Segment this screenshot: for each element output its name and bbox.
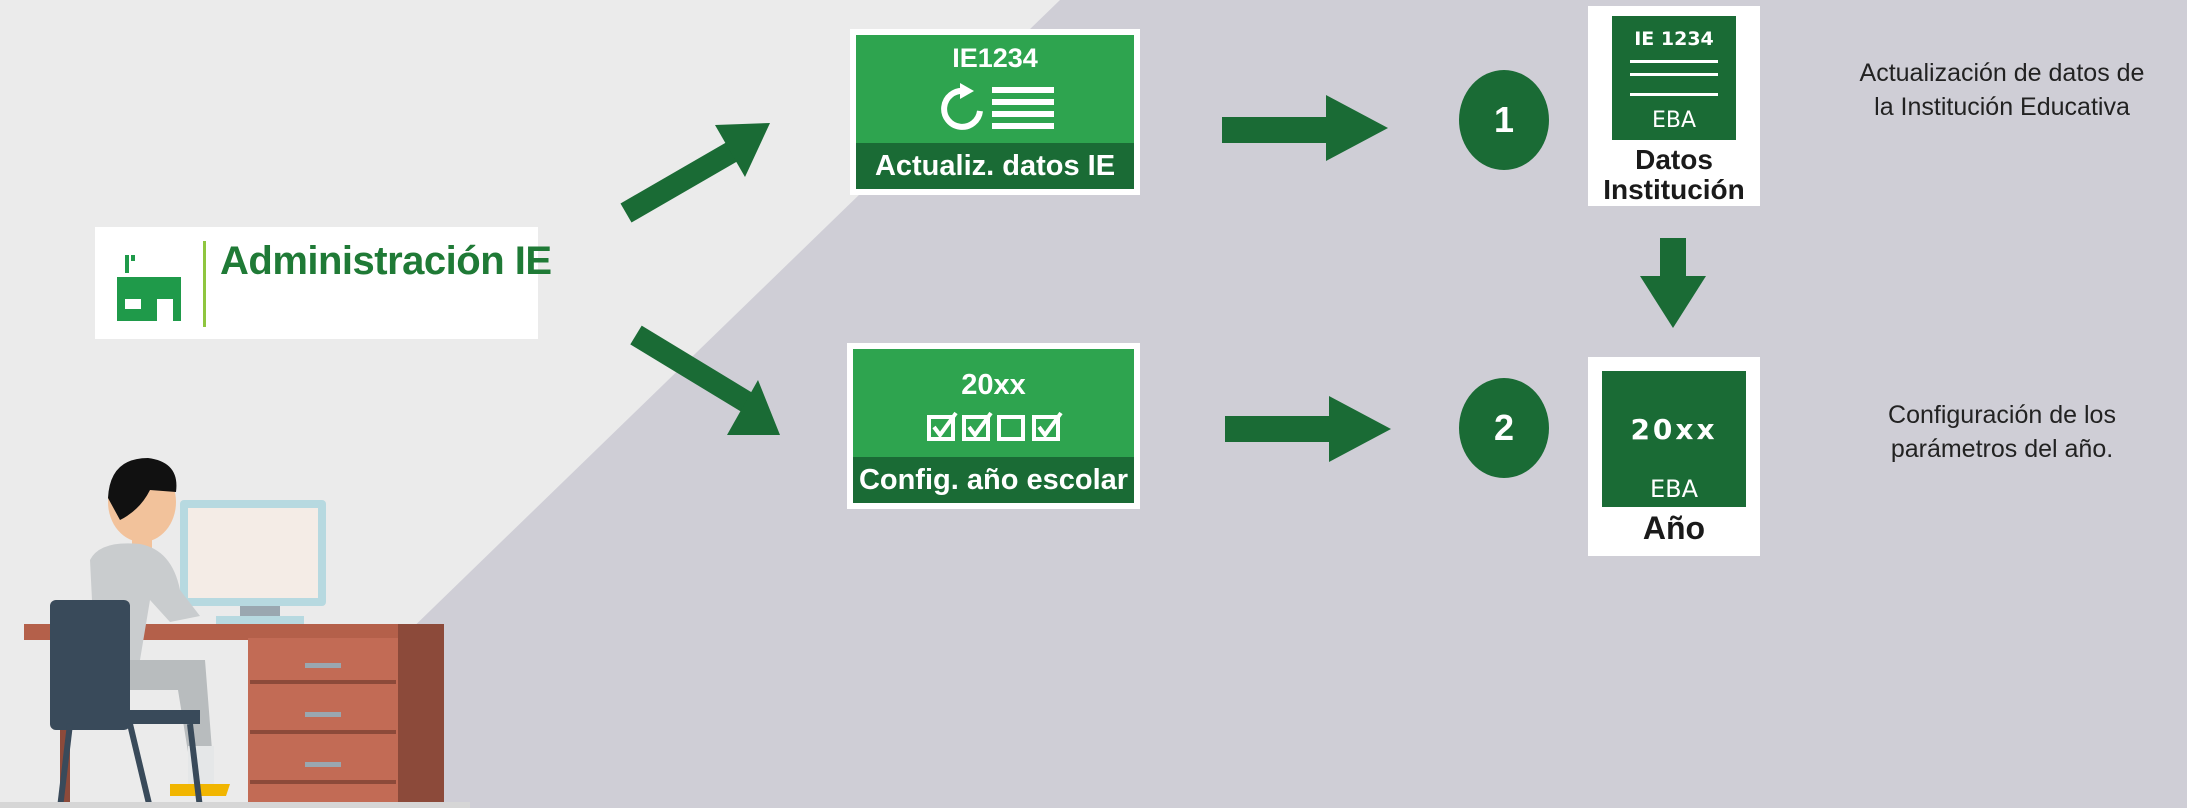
year-code: 20xx [1630,413,1718,446]
school-building-icon [117,255,181,321]
lines-icon [1630,60,1718,96]
arrow-to-update-tile [620,123,770,223]
tile-label: Actualiz. datos IE [856,143,1134,189]
config-school-year-tile[interactable]: 20xx Config. año escolar [847,343,1140,509]
card-caption-year: Año [1642,510,1706,546]
description-line: Configuración de los [1888,401,2116,429]
arrow-down-to-year-card [1640,238,1706,328]
lines-icon-middle [1630,73,1718,76]
person-at-desk-illustration [0,458,470,808]
institution-code: IE 1234 [1634,28,1714,50]
step-1-description: Actualización de datos de la Institución… [1826,56,2178,124]
chair-back [50,600,130,730]
admin-ie-logo-card[interactable]: Administración IE [95,227,552,339]
step-number-2: 2 [1459,378,1549,478]
tile-header-year: 20xx [961,369,1026,401]
description-line: la Institución Educativa [1874,93,2130,121]
checkbox-row-icon [927,411,1063,441]
refresh-list-icon [941,83,1054,130]
admin-ie-title: Administración IE [220,239,552,283]
eba-badge-panel: 20xx EBA [1602,371,1746,507]
step-number-1: 1 [1459,70,1549,170]
institution-data-card[interactable]: IE 1234 EBA Datos Institución [1588,6,1760,206]
eba-badge: EBA [1651,108,1697,133]
eba-badge-panel: IE 1234 EBA [1612,16,1736,140]
tile-label: Config. año escolar [853,457,1134,503]
eba-badge: EBA [1649,475,1699,503]
arrow-to-config-tile [630,325,780,435]
tile-header-code: IE1234 [952,43,1038,73]
arrow-to-step-2 [1225,396,1391,462]
tile-body: IE1234 Actualiz. datos IE [856,35,1134,189]
logo-divider [203,241,206,327]
year-card[interactable]: 20xx EBA Año [1588,357,1760,556]
card-caption-line2: Institución [1603,174,1745,205]
card-caption-line1: Datos [1635,144,1713,175]
tile-body: 20xx Config. año escolar [853,349,1134,503]
description-line: Actualización de datos de [1859,59,2145,87]
arrow-to-step-1 [1222,95,1388,161]
description-line: parámetros del año. [1890,435,2114,463]
update-ie-data-tile[interactable]: IE1234 Actualiz. datos IE [850,29,1140,195]
step-2-description: Configuración de los parámetros del año. [1826,398,2178,466]
